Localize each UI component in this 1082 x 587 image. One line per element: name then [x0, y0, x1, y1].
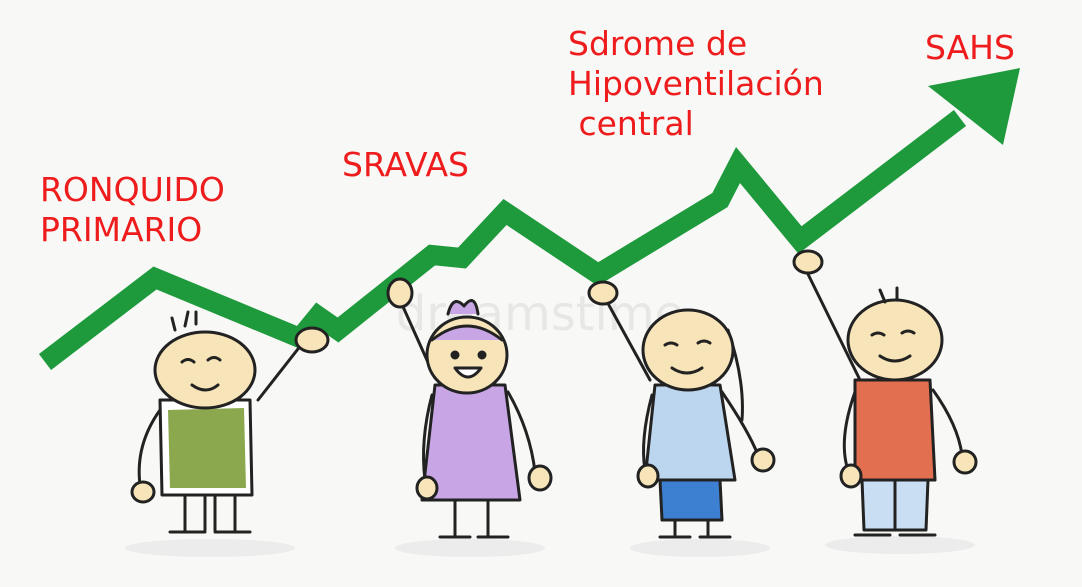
- label-ronquido-primario: RONQUIDO PRIMARIO: [40, 170, 225, 249]
- label-sahs: SAHS: [925, 28, 1015, 67]
- label-hipoventilacion-central: Sdrome de Hipoventilación central: [568, 24, 824, 143]
- child-figure-2: [386, 277, 553, 539]
- ground-shadows: [125, 536, 975, 557]
- label-sravas: SRAVAS: [342, 145, 469, 184]
- child-figure-1: [130, 310, 330, 534]
- child-figure-3: [587, 280, 776, 539]
- arrow-head: [928, 68, 1020, 145]
- child-figure-4: [792, 249, 978, 537]
